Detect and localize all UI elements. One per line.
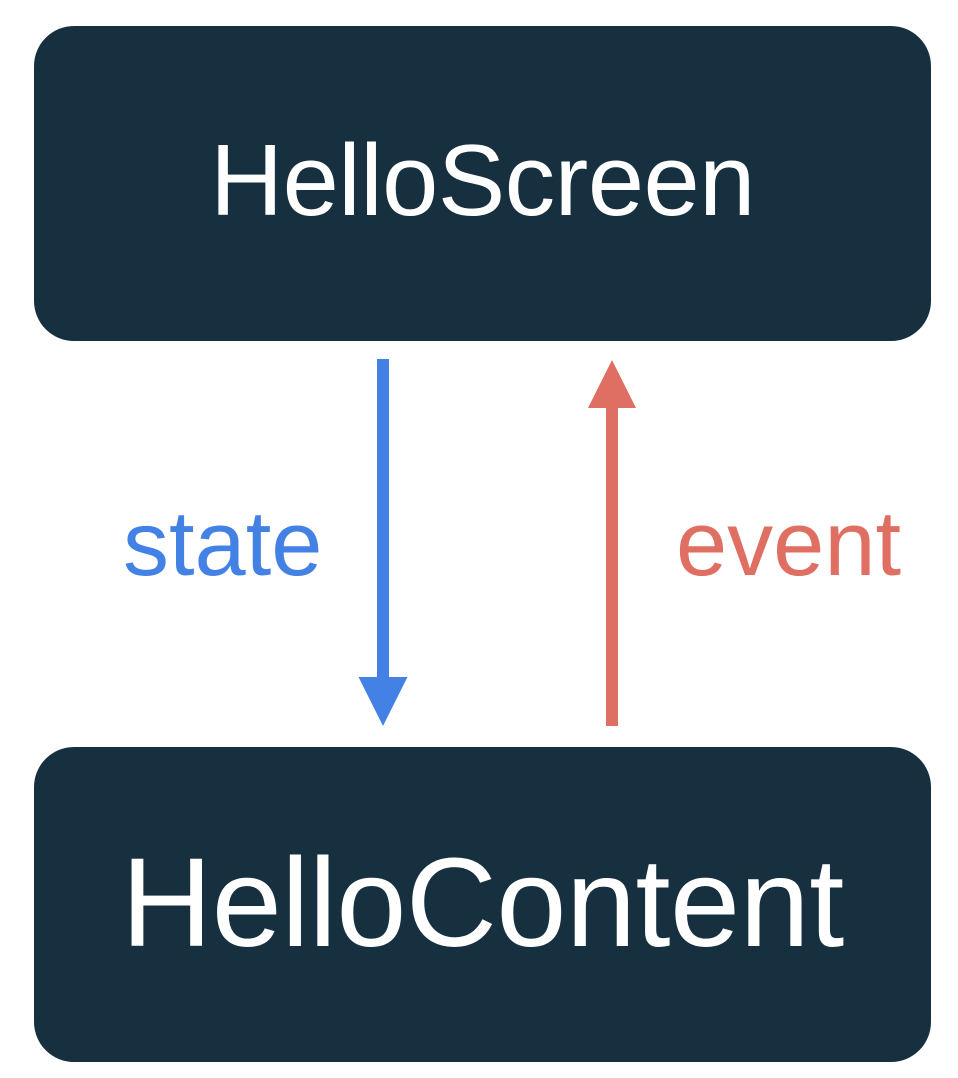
arrow-state-head bbox=[358, 677, 408, 726]
node-hello-content[interactable]: HelloContent bbox=[34, 747, 931, 1062]
arrow-event-head bbox=[588, 360, 636, 408]
arrow-state bbox=[358, 359, 408, 726]
arrow-event-shaft bbox=[606, 408, 618, 726]
node-hello-content-label: HelloContent bbox=[121, 831, 844, 973]
node-hello-screen-label: HelloScreen bbox=[210, 125, 755, 237]
node-hello-screen[interactable]: HelloScreen bbox=[34, 26, 931, 341]
arrow-event bbox=[588, 360, 636, 726]
arrow-state-shaft bbox=[377, 359, 389, 677]
edge-label-state: state bbox=[123, 493, 323, 595]
edge-label-event: event bbox=[676, 493, 902, 595]
